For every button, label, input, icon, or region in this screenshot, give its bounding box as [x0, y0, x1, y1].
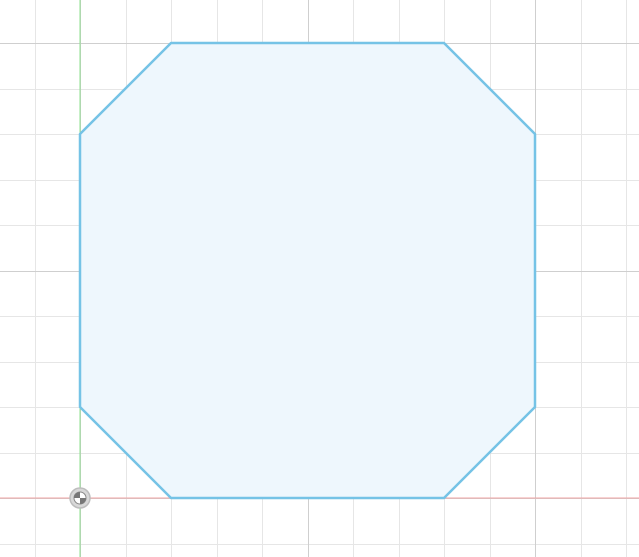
origin-icon[interactable]: [69, 487, 91, 509]
octagon-profile[interactable]: [78, 41, 537, 500]
